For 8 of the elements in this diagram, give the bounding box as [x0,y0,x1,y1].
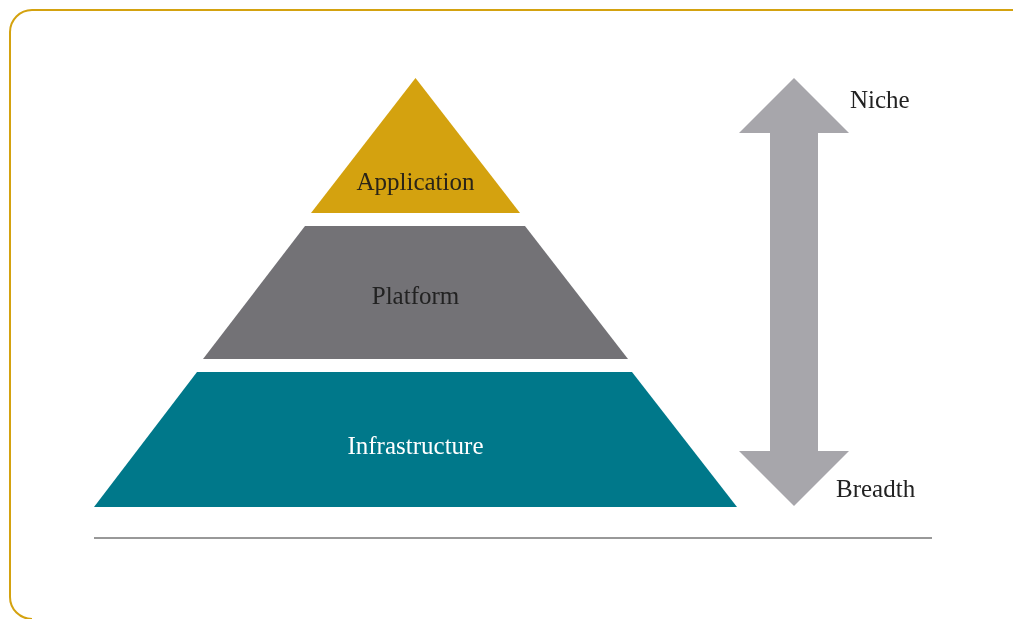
trapezoid-tier [203,226,628,359]
tier-label: Application [356,167,475,195]
triangle-tier [311,78,520,213]
tier-label: Platform [371,281,460,309]
tier-label: Infrastructure [347,431,484,459]
trapezoid-tier [94,372,737,507]
scale-label: Niche [850,86,910,114]
scale-label: Breadth [836,475,916,503]
